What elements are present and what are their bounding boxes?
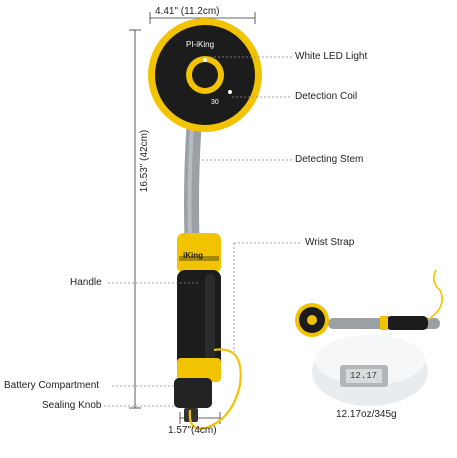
led-light: [203, 58, 207, 62]
handle: [174, 233, 221, 422]
detection-coil: [148, 18, 262, 132]
callout-lines: [104, 56, 302, 407]
height-dimension-label: 16.53" (42cm): [139, 129, 150, 193]
scale-inset: [295, 269, 444, 406]
wrist-strap: [188, 348, 242, 430]
scale-display: 12.17: [350, 371, 378, 381]
coil-brand-text: PI-iKing: [186, 40, 215, 49]
scale-weight-label: 12.17oz/345g: [336, 409, 397, 420]
width-dimension-label: 4.41" (11.2cm): [155, 6, 220, 17]
height-dimension-line: [129, 29, 141, 409]
callout-sealing-knob: Sealing Knob: [42, 400, 102, 411]
callout-detecting-stem: Detecting Stem: [295, 154, 364, 165]
callout-wrist-strap: Wrist Strap: [305, 237, 355, 248]
callout-detection-coil: Detection Coil: [295, 91, 358, 102]
width-dimension-line: [149, 12, 256, 24]
bottom-dimension-label: 1.57"(4cm): [168, 425, 217, 436]
callout-handle: Handle: [70, 277, 102, 288]
handle-brand-text: iKing: [183, 251, 203, 260]
callout-white-led-light: White LED Light: [295, 51, 368, 62]
coil-small-text: 30: [211, 99, 219, 106]
callout-battery-compartment: Battery Compartment: [4, 380, 100, 391]
